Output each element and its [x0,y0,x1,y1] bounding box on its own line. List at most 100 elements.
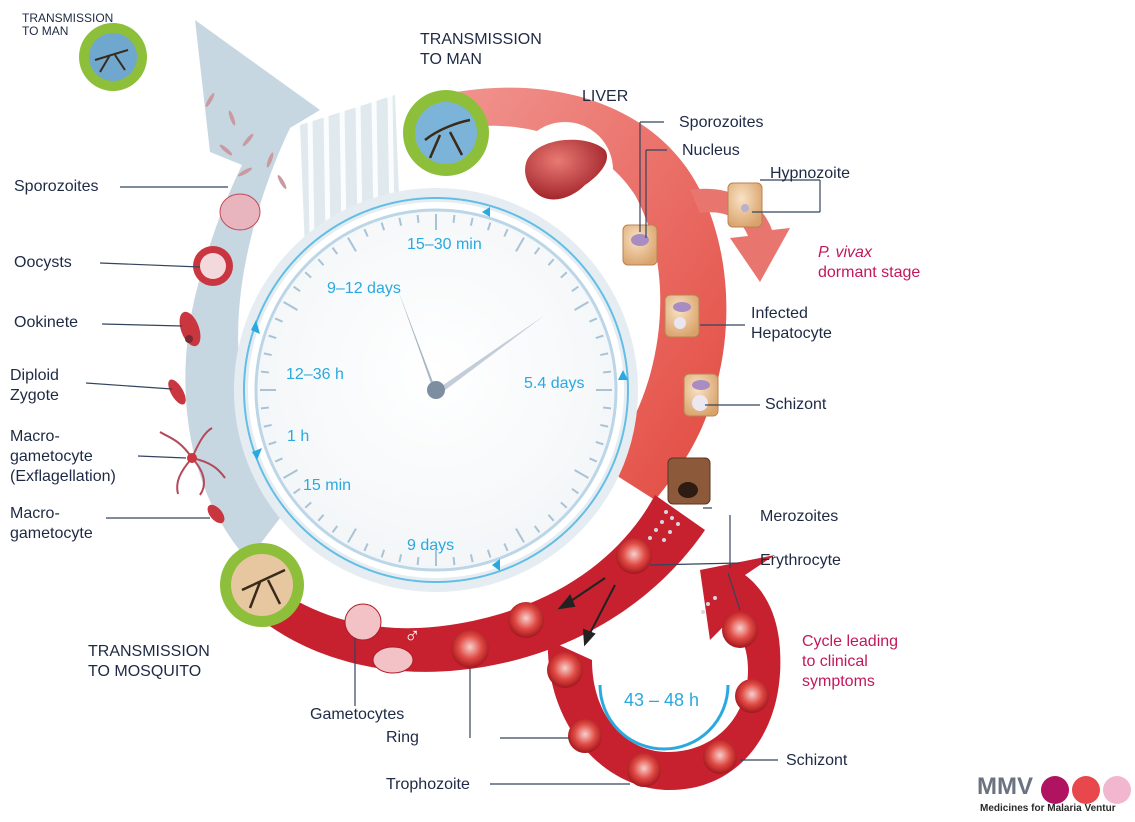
mmv-logo-dots [1041,776,1131,804]
clock-tick [600,352,609,357]
transmission-to-man-small-badge [79,23,147,91]
label-p-vivax: P. vivax [818,244,872,261]
clock-label-9-days: 9 days [407,537,455,554]
label-hypnozoite: Hypnozoite [770,165,851,182]
clock-tick [347,528,357,543]
clock-tick [574,301,589,311]
clock-center [427,381,445,399]
label-gametocytes: Gametocytes [310,706,405,723]
clock-tick [595,440,604,446]
clock-tick [293,285,301,293]
clock-tick [595,334,604,340]
clock-tick [268,440,277,446]
liver-organ [517,122,613,218]
transmission-to-mosquito-badge [220,543,304,627]
label-macrogametocyte: Macro-gametocyte [10,505,93,542]
clock-tick [283,301,298,311]
mmv-logo-text: MMV [977,773,1033,800]
clock-tick [416,556,420,566]
cycle-arc [598,684,730,751]
merozoite-dots [648,510,717,614]
label-schizont-blood: Schizont [786,752,848,769]
clock-tick [304,271,312,279]
clock-label-12-36-h: 12–36 h [286,366,344,383]
clock-tick [283,469,298,479]
clock-tick [398,217,403,226]
transmission-to-man-badge [403,90,489,176]
clock-tick [503,228,509,237]
erythrocytes [344,538,769,787]
clock-tick [560,501,568,509]
clock-tick [380,549,386,558]
clock-tick [347,237,357,252]
clock-tick [268,334,277,340]
clock [234,188,638,592]
label-oocysts: Oocysts [14,254,72,271]
clock-label-5-4-days: 5.4 days [524,375,585,392]
clock-tick [317,258,325,266]
clock-tick [263,352,272,357]
clock-hour-hand [398,290,436,390]
clock-tick [515,237,525,252]
clock-tick [486,222,492,231]
clock-tick [533,247,541,255]
female-symbol: ♀ [388,601,405,626]
clock-tick [589,457,598,463]
label-ring: Ring [386,729,419,746]
clock-tick [398,554,403,563]
clock-tick [589,317,598,323]
clock-label-9-12-days: 9–12 days [327,280,401,297]
clock-tick [363,543,369,552]
clock-tick [602,370,612,374]
clock-tick [260,370,270,374]
mmv-logo-subtitle: Medicines for Malaria Ventur [980,803,1116,814]
clock-tick [363,228,369,237]
label-macrogametocyte-exflagellation: Macro-gametocyte(Exflagellation) [10,428,116,485]
label-erythrocyte: Erythrocyte [760,552,841,569]
clock-tick [515,528,525,543]
label-cycle-time: 43 – 48 h [624,690,700,710]
liver-stage-band [440,87,790,500]
clock-tick [317,514,325,522]
clock-tick [547,514,555,522]
hepatocytes [622,182,763,505]
label-sporozoites-liver: Sporozoites [679,114,764,131]
clock-tick [533,525,541,533]
clock-tick [486,549,492,558]
label-dormant-stage: dormant stage [818,264,921,281]
clock-tick [416,214,420,224]
liver-label: LIVER [582,88,629,105]
clock-tick [560,271,568,279]
clock-tick [274,457,283,463]
clock-tick [547,258,555,266]
clock-tick [602,406,612,410]
label-sporozoites-mosquito: Sporozoites [14,178,99,195]
clock-tick [452,556,456,566]
label-ookinete: Ookinete [14,314,79,331]
label-merozoites: Merozoites [760,508,839,525]
clock-tick [274,317,283,323]
clock-tick [600,423,609,428]
clock-tick [263,423,272,428]
label-schizont-liver: Schizont [765,396,827,413]
clock-tick [469,217,474,226]
clock-tick [380,222,386,231]
clock-tick [293,487,301,495]
clock-tick [571,487,579,495]
clock-tick [571,285,579,293]
clock-markers [251,207,628,571]
clock-tick [503,543,509,552]
clock-tick [304,501,312,509]
clock-tick [331,525,339,533]
clock-tick [260,406,270,410]
clock-label-1-h: 1 h [287,428,310,445]
clock-label-15-min: 15 min [303,477,352,494]
